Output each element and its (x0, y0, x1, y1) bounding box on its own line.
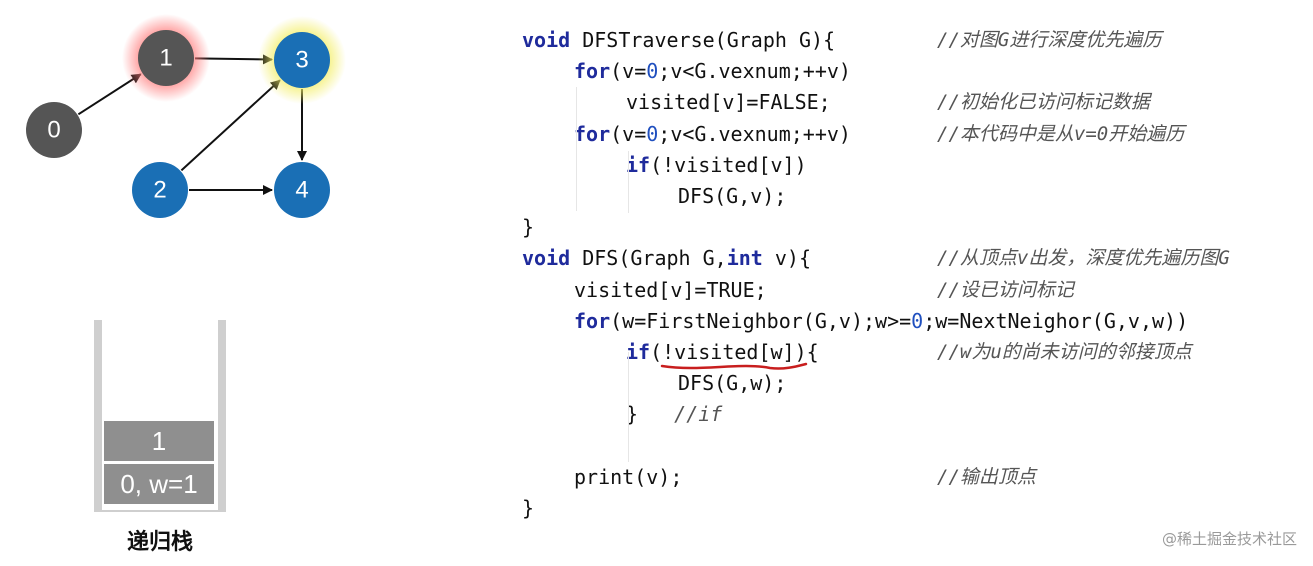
code-keyword: int (726, 246, 763, 271)
code-line: for(v=0;v<G.vexnum;++v) (574, 119, 851, 150)
code-keyword: if (626, 340, 651, 364)
code-comment: //if (674, 402, 723, 427)
code-text: DFS(G,w); (678, 371, 787, 396)
code-keyword: void (522, 28, 571, 52)
code-text: ;w=NextNeighor(G,v,w)) (923, 308, 1189, 333)
code-comment: //输出顶点 (937, 465, 1036, 488)
node-0-circle (26, 102, 82, 158)
code-line: for(v=0;v<G.vexnum;++v) (574, 56, 851, 87)
code-line: visited[v]=FALSE; (626, 87, 831, 118)
stack-frame-bottom: 0, w=1 (104, 464, 214, 504)
edge-2-3 (180, 79, 281, 172)
code-line: visited[v]=TRUE; (574, 275, 767, 306)
code-comment: //设已访问标记 (937, 278, 1074, 301)
code-comment: //初始化已访问标记数据 (937, 91, 1150, 114)
indent-guide (628, 352, 629, 462)
recursion-stack: 1 0, w=1 (94, 320, 226, 512)
code-text: (w=FirstNeighbor(G,v);w>= (610, 308, 912, 333)
code-text: ;v<G.vexnum;++v) (658, 121, 851, 146)
code-line: if(!visited[w]){ (626, 337, 819, 368)
graph-diagram: 0 1 2 3 4 (26, 14, 346, 218)
code-line: DFS(G,w); (678, 368, 786, 399)
code-text: ;v<G.vexnum;++v) (658, 59, 851, 84)
stack-left-wall (94, 320, 102, 510)
stack-bottom (94, 510, 226, 512)
stack-frame-top: 1 (104, 421, 214, 461)
node-4-circle (274, 162, 330, 218)
code-text: DFS(G,v); (678, 184, 787, 208)
node-2-label: 2 (153, 177, 166, 204)
code-text: visited[v]=FALSE; (626, 90, 831, 115)
code-text: } (626, 402, 675, 427)
code-text: 0 (646, 121, 659, 146)
code-line: } (522, 212, 534, 243)
code-text: DFS(Graph G, (570, 246, 727, 271)
code-line: for(w=FirstNeighbor(G,v);w>=0;w=NextNeig… (574, 306, 1188, 337)
code-comment: //本代码中是从v=0开始遍历 (937, 122, 1185, 145)
code-text: 0 (646, 59, 659, 84)
code-text: (v= (610, 59, 647, 84)
code-keyword: for (574, 59, 611, 84)
code-keyword: for (574, 308, 611, 333)
code-comment: //从顶点v出发，深度优先遍历图G (937, 247, 1230, 270)
code-keyword: if (626, 152, 651, 177)
code-text: (!visited[v]) (650, 152, 807, 177)
code-line: void DFS(Graph G,int v){ (522, 243, 811, 274)
code-text: (v= (610, 121, 647, 146)
code-line: DFS(G,v); (678, 181, 786, 212)
node-3-circle (274, 32, 330, 88)
code-text: visited[v]=TRUE; (574, 277, 767, 302)
code-text: } (522, 496, 535, 520)
code-comment: //对图G进行深度优先遍历 (937, 29, 1162, 51)
node-2-circle (132, 162, 188, 218)
node-4-label: 4 (295, 177, 308, 204)
node-0-label: 0 (47, 117, 60, 144)
node-0: 0 (26, 102, 82, 158)
code-keyword: void (522, 246, 571, 271)
code-text: DFSTraverse(Graph G){ (570, 28, 836, 52)
node-3: 3 (258, 16, 346, 104)
code-line: print(v); (574, 462, 682, 493)
node-3-label: 3 (295, 47, 308, 74)
watermark: @稀土掘金技术社区 (1161, 530, 1297, 548)
code-comment: //w为u的尚未访问的邻接顶点 (937, 341, 1192, 363)
code-keyword: for (574, 121, 611, 146)
node-2: 2 (132, 162, 188, 218)
code-text: v){ (762, 246, 812, 271)
node-1-label: 1 (159, 45, 172, 72)
stack-caption: 递归栈 (126, 530, 193, 555)
indent-guide (628, 151, 629, 213)
node-4: 4 (274, 162, 330, 218)
stack-right-wall (218, 320, 226, 510)
node-1-circle (138, 30, 194, 86)
code-line: } //if (626, 399, 722, 430)
code-line: } (522, 493, 534, 524)
code-text: } (522, 215, 535, 240)
indent-guide (576, 87, 577, 211)
code-line: void DFSTraverse(Graph G){ (522, 25, 835, 56)
code-text: (!visited[w]){ (650, 340, 819, 364)
code-text: 0 (911, 308, 924, 333)
node-1: 1 (122, 14, 210, 102)
code-text: print(v); (574, 464, 683, 489)
code-line: if(!visited[v]) (626, 150, 807, 181)
